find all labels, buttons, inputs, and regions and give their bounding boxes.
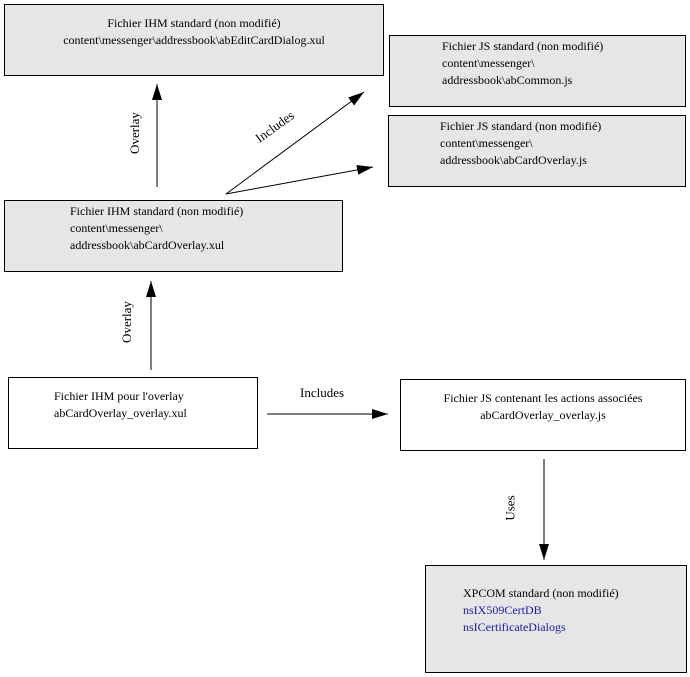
interface-nsix509certdb: nsIX509CertDB	[463, 603, 542, 617]
file-path-line-2: addressbook\abCardOverlay.xul	[70, 238, 225, 252]
file-path-line-1: content\messenger\	[442, 56, 535, 70]
file-path: abCardOverlay_overlay.xul	[54, 406, 187, 420]
edge-label-overlay-top: Overlay	[126, 112, 142, 154]
box-title: Fichier IHM standard (non modifié)	[107, 16, 281, 30]
file-path-line-1: content\messenger\	[70, 221, 163, 235]
file-path: content\messenger\addressbook\abEditCard…	[63, 33, 325, 47]
box-title: XPCOM standard (non modifié)	[463, 586, 619, 600]
includes-arrow-cardoverlay	[225, 164, 374, 195]
includes-arrow-common	[225, 91, 365, 195]
box-title: Fichier IHM standard (non modifié)	[70, 204, 244, 218]
box-title: Fichier JS standard (non modifié)	[442, 39, 604, 53]
box-overlay-xul: Fichier IHM pour l'overlay abCardOverlay…	[8, 377, 258, 449]
box-title: Fichier IHM pour l'overlay	[54, 389, 184, 403]
file-path-line-2: addressbook\abCardOverlay.js	[440, 153, 587, 167]
box-common-js: Fichier JS standard (non modifié) conten…	[389, 35, 686, 107]
file-path-line-1: content\messenger\	[440, 136, 533, 150]
edge-label-overlay-bottom: Overlay	[118, 301, 134, 343]
interface-nsicertificatedialogs: nsICertificateDialogs	[463, 620, 566, 634]
edge-label-includes-bottom: Includes	[300, 385, 345, 400]
box-title: Fichier JS contenant les actions associé…	[443, 391, 643, 405]
edge-label-uses: Uses	[502, 495, 518, 521]
box-overlay-js: Fichier JS contenant les actions associé…	[400, 379, 686, 451]
box-xpcom: XPCOM standard (non modifié) nsIX509Cert…	[425, 565, 687, 673]
box-edit-card-dialog-xul: Fichier IHM standard (non modifié) conte…	[4, 4, 384, 76]
box-card-overlay-xul: Fichier IHM standard (non modifié) conte…	[4, 200, 343, 272]
box-card-overlay-js: Fichier JS standard (non modifié) conten…	[388, 115, 686, 187]
file-path: abCardOverlay_overlay.js	[480, 408, 606, 422]
file-path-line-2: addressbook\abCommon.js	[442, 73, 573, 87]
box-title: Fichier JS standard (non modifié)	[440, 119, 602, 133]
